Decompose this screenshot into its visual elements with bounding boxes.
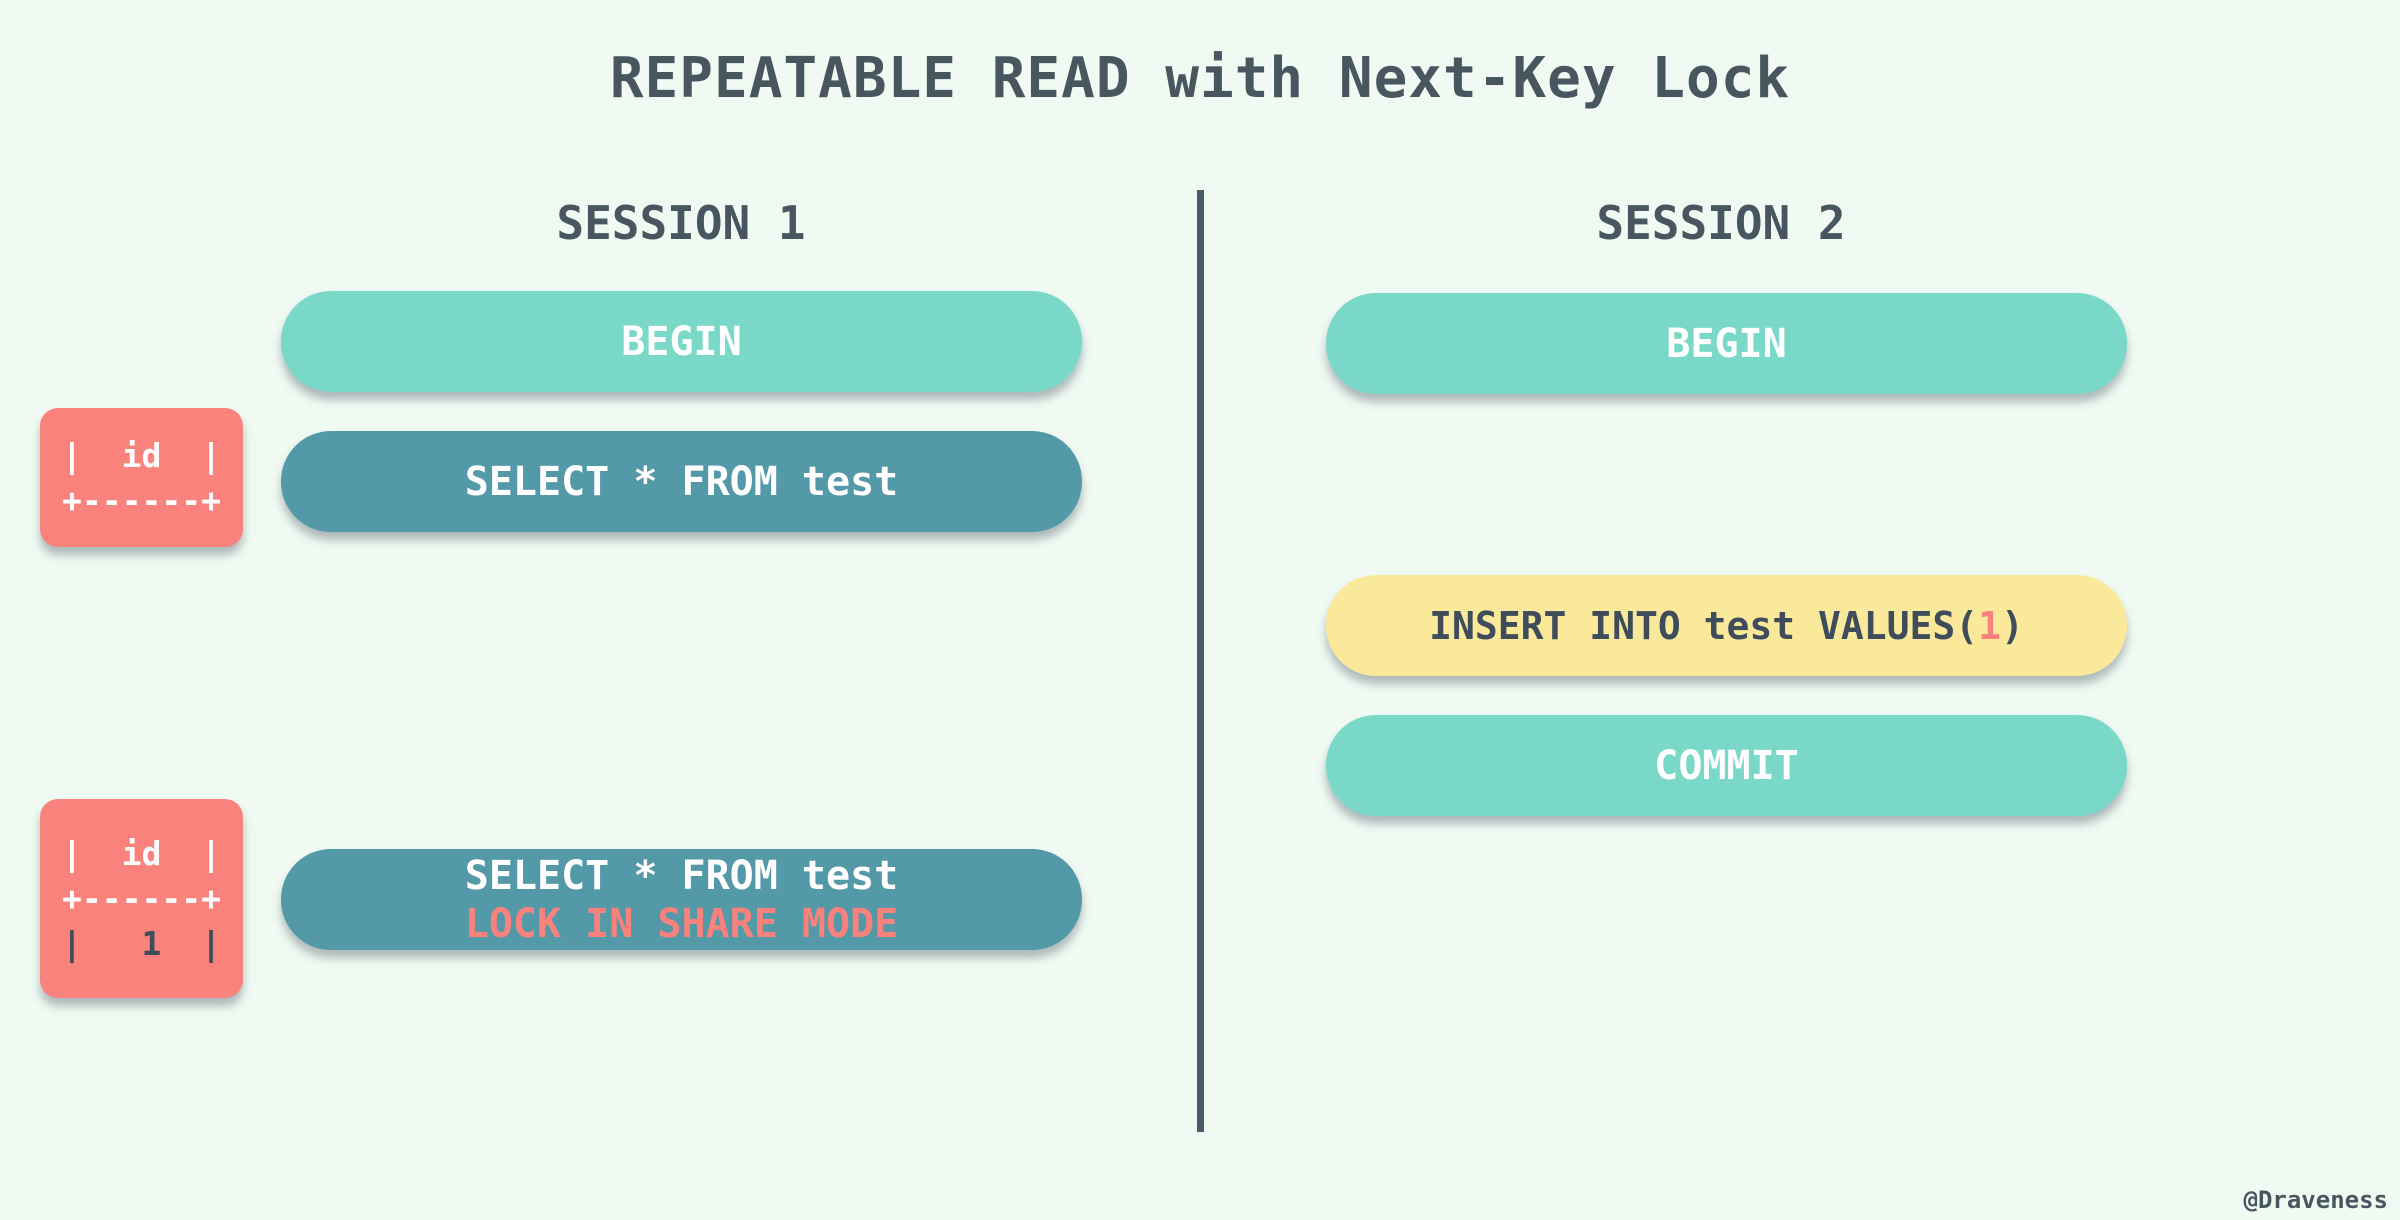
session-2-header: SESSION 2 bbox=[1596, 196, 1846, 250]
session1-select-lock-pill: SELECT * FROM test LOCK IN SHARE MODE bbox=[281, 849, 1082, 950]
lock-in-share-mode-label: LOCK IN SHARE MODE bbox=[464, 900, 899, 947]
session2-insert-pill: INSERT INTO test VALUES(1) bbox=[1326, 575, 2127, 676]
select-label: SELECT * FROM test bbox=[464, 852, 899, 899]
insert-label: INSERT INTO test VALUES(1) bbox=[1429, 602, 2024, 650]
begin-label: BEGIN bbox=[621, 318, 742, 365]
insert-value: 1 bbox=[1978, 603, 2002, 648]
session-1-header: SESSION 1 bbox=[556, 196, 806, 250]
result-row-header: | id | bbox=[62, 834, 221, 873]
credit-label: @Draveness bbox=[2243, 1186, 2389, 1214]
commit-label: COMMIT bbox=[1654, 742, 1799, 789]
insert-label-prefix: INSERT INTO test VALUES( bbox=[1429, 603, 1979, 648]
session2-commit-pill: COMMIT bbox=[1326, 715, 2127, 816]
session-divider-line bbox=[1197, 190, 1204, 1132]
result-row-separator: +------+ bbox=[62, 480, 221, 520]
session2-begin-pill: BEGIN bbox=[1326, 293, 2127, 394]
result-row-value: | 1 | bbox=[62, 924, 221, 963]
insert-label-suffix: ) bbox=[2001, 603, 2024, 648]
result-row-header: | id | bbox=[62, 435, 221, 475]
result-row-separator: +------+ bbox=[62, 879, 221, 918]
session1-select-pill: SELECT * FROM test bbox=[281, 431, 1082, 532]
session1-begin-pill: BEGIN bbox=[281, 291, 1082, 392]
session1-result-table-1: | id | +------+ bbox=[40, 408, 243, 547]
session1-result-table-2: | id | +------+ | 1 | bbox=[40, 799, 243, 998]
diagram-title: REPEATABLE READ with Next-Key Lock bbox=[609, 46, 1791, 111]
begin-label: BEGIN bbox=[1666, 320, 1787, 367]
select-label: SELECT * FROM test bbox=[464, 458, 899, 505]
